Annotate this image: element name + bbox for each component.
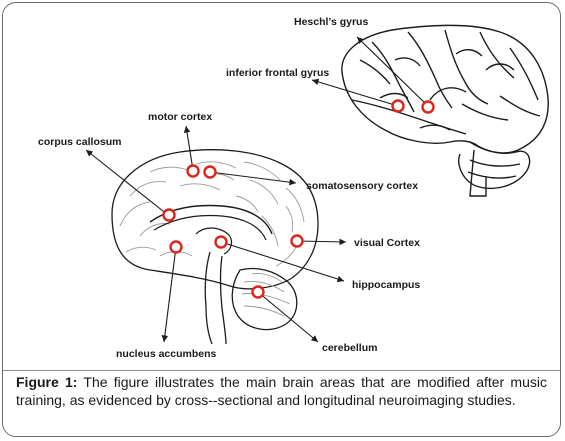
marker-corpus-callosum xyxy=(162,208,176,222)
marker-motor-cortex xyxy=(186,164,200,178)
label-somatosensory-cortex: somatosensory cortex xyxy=(306,180,418,192)
label-hippocampus: hippocampus xyxy=(352,279,420,291)
figure-caption: Figure 1: The figure illustrates the mai… xyxy=(16,374,547,409)
caption-divider xyxy=(3,370,560,371)
region-markers xyxy=(162,99,435,299)
label-heschls-gyrus: Heschl’s gyrus xyxy=(294,16,368,28)
pointer-arrows xyxy=(85,36,429,343)
medial-brain-illustration xyxy=(111,149,319,345)
marker-inferior-frontal-gyrus xyxy=(391,99,405,113)
label-inferior-frontal-gyrus: inferior frontal gyrus xyxy=(226,67,329,79)
marker-hippocampus xyxy=(214,235,228,249)
label-nucleus-accumbens: nucleus accumbens xyxy=(116,348,217,360)
figure-frame xyxy=(2,2,561,437)
caption-text: The figure illustrates the main brain ar… xyxy=(16,374,547,408)
marker-visual-cortex xyxy=(290,234,304,248)
marker-nucleus-accumbens xyxy=(169,240,183,254)
caption-figure-label: Figure 1: xyxy=(16,374,78,390)
marker-heschls-gyrus xyxy=(421,100,435,114)
marker-somatosensory-cortex xyxy=(203,165,217,179)
label-visual-cortex: visual Cortex xyxy=(354,237,420,249)
label-motor-cortex: motor cortex xyxy=(148,111,212,123)
label-corpus-callosum: corpus callosum xyxy=(38,136,121,148)
lateral-brain-illustration xyxy=(341,24,549,197)
marker-cerebellum xyxy=(251,285,265,299)
label-cerebellum: cerebellum xyxy=(322,342,377,354)
